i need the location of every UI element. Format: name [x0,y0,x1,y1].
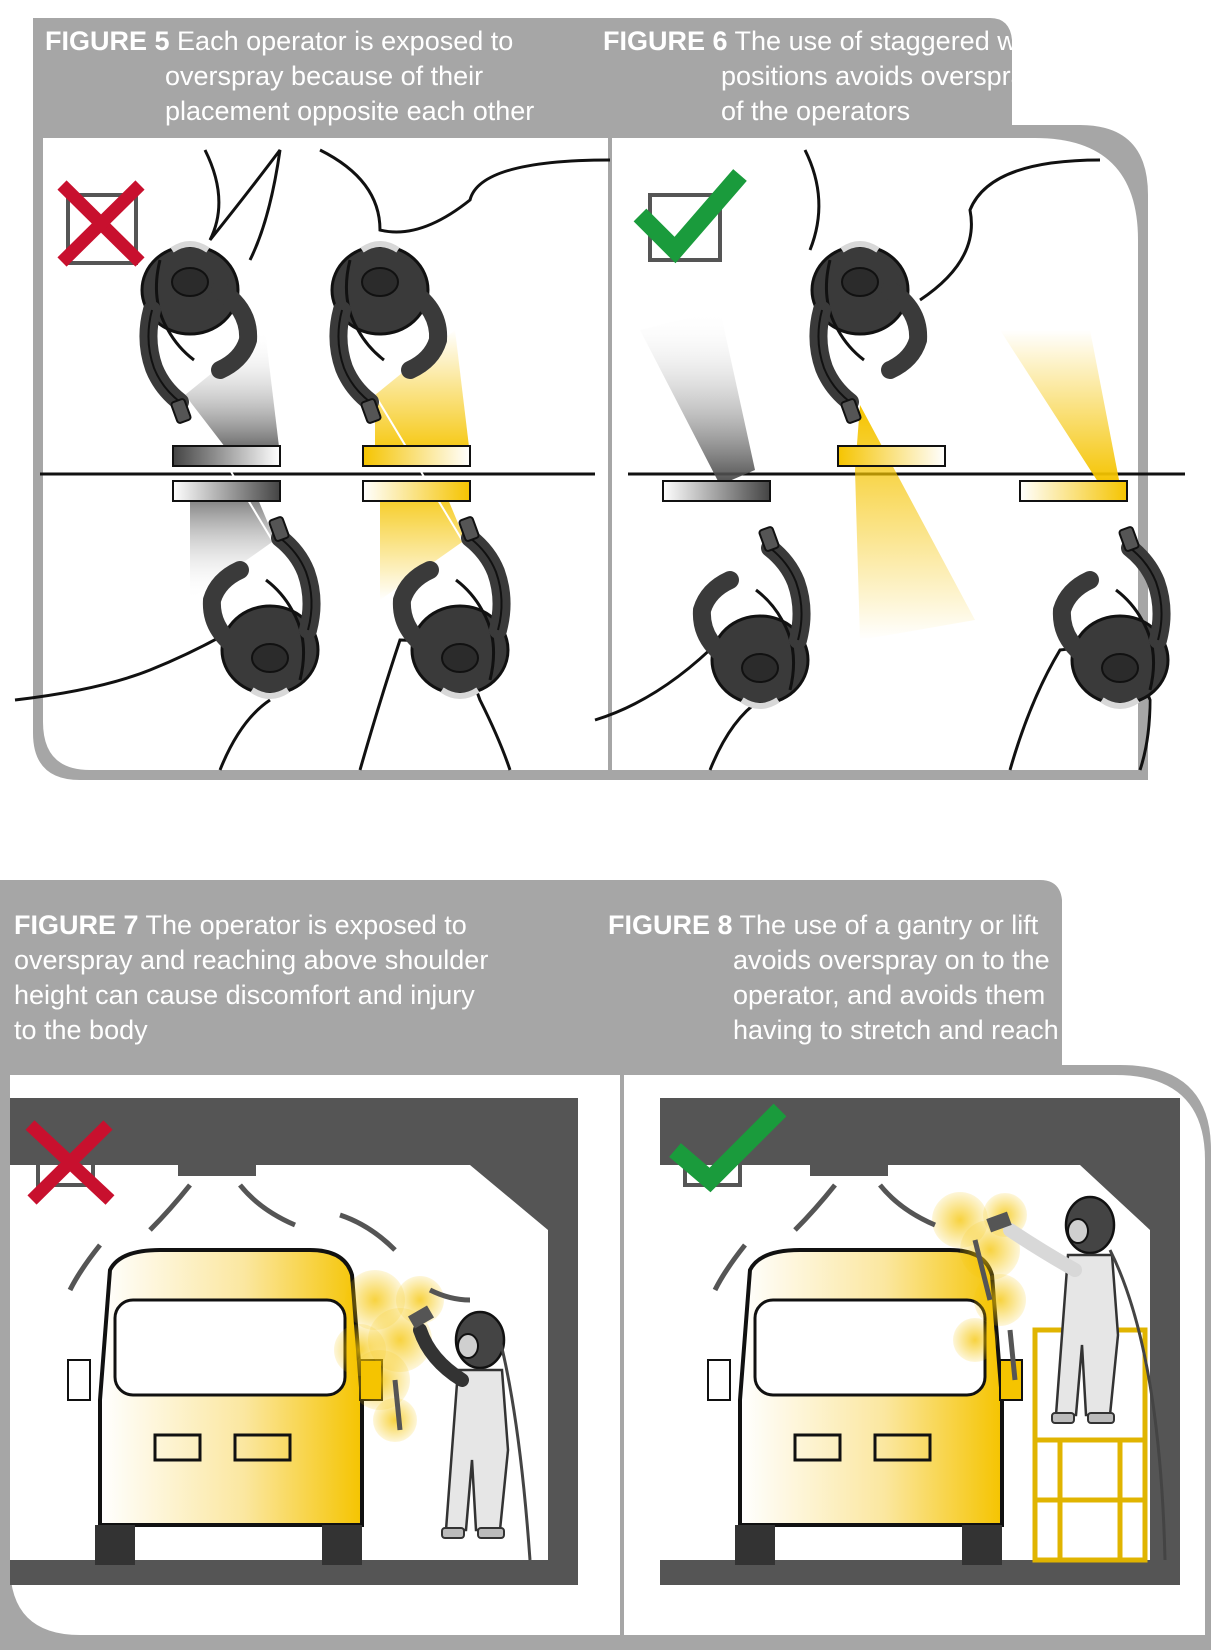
airflow-arrow [972,1239,993,1301]
airflow-arrow [1007,1329,1018,1381]
air-hose [594,638,722,722]
van-mirror [707,1359,731,1401]
caption-line: of the operators [721,96,911,126]
yellow-spray-cone [375,330,470,460]
green-check-icon [633,169,747,264]
spray-booth [10,1098,578,1585]
workpiece [172,445,281,467]
van-wheel [735,1525,775,1565]
figure-number: FIGURE 6 [603,26,728,56]
figure-5-illustration [14,148,611,771]
van-wheel [95,1525,135,1565]
airflow-arrow [392,1379,403,1431]
caption-line: having to stretch and reach [733,1015,1059,1045]
caption-line: The use of a gantry or lift [739,910,1039,940]
van-grille [873,1433,932,1462]
air-hose [319,148,611,234]
caption-line: height can cause discomfort and injury [14,980,475,1010]
caption-line: to the body [14,1015,148,1045]
air-hose [919,158,1101,302]
van-windscreen [753,1298,987,1397]
spray-gun-icon [986,1211,1012,1233]
airflow-arrow [428,1287,471,1303]
airflow-arrow [712,1243,747,1292]
caption-line: placement opposite each other [165,96,535,126]
air-hose [218,698,271,771]
caption-line: avoids overspray on to the [733,945,1050,975]
figure-6-illustration [594,149,1185,771]
air-hose [498,1339,532,1561]
figure-8-illustration [660,1098,1180,1585]
red-cross-icon [57,180,145,267]
air-inlet [178,1164,256,1176]
yellow-spray-cone [1000,330,1120,485]
extended-arm [1003,1223,1082,1277]
airflow-arrow [148,1183,192,1232]
caption-line: overspray and reaching above shoulder [14,945,489,975]
air-inlet [810,1164,888,1176]
van-windscreen [113,1298,347,1397]
figure-5-caption: FIGURE 5 Each operator is exposed to ove… [45,24,534,129]
caption-line: The use of staggered work [734,26,1055,56]
van-wheel [322,1525,362,1565]
caption-line: positions avoids overspray [721,61,1040,91]
van-grille [793,1433,842,1462]
airflow-arrow [793,1183,837,1232]
figure-7-illustration [10,1098,578,1585]
van-grille [233,1433,292,1462]
workpiece [362,445,471,467]
figure-number: FIGURE 8 [608,910,733,940]
figure-6-caption: FIGURE 6 The use of staggered work posit… [603,24,1054,129]
workpiece [1019,480,1128,502]
van-mirror [67,1359,91,1401]
raised-arm [413,1323,469,1387]
figure-number: FIGURE 7 [14,910,139,940]
caption-line: operator, and avoids them [733,980,1046,1010]
grey-spray-cone [640,310,755,485]
spray-gun-icon [407,1305,435,1329]
airflow-arrow [339,1212,397,1252]
caption-line: Each operator is exposed to [177,26,514,56]
airflow-arrow [67,1243,102,1292]
caption-line: overspray because of their [165,61,484,91]
figure-7-caption: FIGURE 7 The operator is exposed to over… [14,908,488,1048]
air-hose [203,149,282,261]
green-check-icon [669,1103,787,1193]
figure-number: FIGURE 5 [45,26,170,56]
air-hose [803,149,821,251]
workpiece [837,445,946,467]
airflow-arrow [878,1183,936,1228]
figure-8-caption: FIGURE 8 The use of a gantry or lift avo… [608,908,1059,1048]
grey-spray-cone [185,330,280,460]
air-hose [1108,1249,1167,1561]
spray-booth [660,1098,1180,1585]
van-mirror [999,1359,1023,1401]
caption-line: The operator is exposed to [145,910,467,940]
van-grille [153,1433,202,1462]
van-wheel [962,1525,1002,1565]
red-cross-icon [25,1120,115,1205]
workpiece [662,480,771,502]
workpiece [362,480,471,502]
workpiece [172,480,281,502]
airflow-arrow [238,1183,296,1228]
